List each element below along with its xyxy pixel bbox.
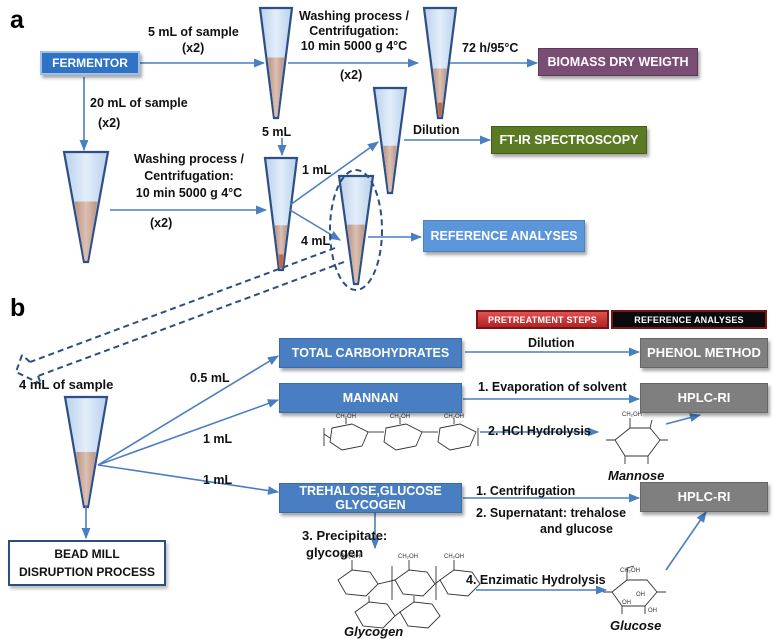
label-x2-top: (x2) bbox=[182, 41, 205, 55]
mannan-polymer-structure bbox=[323, 418, 479, 451]
tube-body bbox=[263, 156, 299, 272]
trehalose-glucose-glycogen-box: TREHALOSE,GLUCOSE GLYCOGEN bbox=[279, 483, 462, 513]
trehalose-line-1: TREHALOSE,GLUCOSE bbox=[299, 484, 442, 498]
tube-a4 bbox=[263, 156, 299, 272]
panel-label-b: b bbox=[10, 294, 26, 322]
tube-body bbox=[372, 86, 408, 195]
bead-mill-line-1: BEAD MILL bbox=[54, 547, 120, 561]
label-x2-mid: (x2) bbox=[150, 216, 173, 230]
label-drying: 72 h/95°C bbox=[462, 41, 519, 55]
glucose-oh-1: OH bbox=[636, 592, 645, 598]
label-4ml-sample: 4 mL of sample bbox=[19, 377, 114, 392]
mannan-struct-label-1: CH₂OH bbox=[336, 414, 356, 420]
panel-label-a: a bbox=[10, 6, 24, 34]
biomass-box: BIOMASS DRY WEIGTH bbox=[538, 48, 698, 76]
label-0-5ml: 0.5 mL bbox=[190, 371, 230, 385]
mannan-struct-label-3: CH₂OH bbox=[444, 414, 464, 420]
ftir-box: FT-IR SPECTROSCOPY bbox=[491, 126, 647, 154]
label-1ml: 1 mL bbox=[302, 163, 332, 177]
reference-box: REFERENCE ANALYSES bbox=[423, 220, 585, 252]
tube-a1 bbox=[258, 6, 294, 120]
label-washing-top-1: Washing process / bbox=[299, 9, 409, 23]
label-centrifugation: 1. Centrifugation bbox=[476, 484, 576, 498]
tube-liquid bbox=[267, 57, 285, 117]
tube-liquid bbox=[74, 201, 98, 261]
arrow-glucose-to-hplc bbox=[665, 511, 707, 571]
label-hcl-hydrolysis: 2. HCl Hydrolysis bbox=[488, 424, 591, 438]
label-enzimatic-hydrolysis: 4. Enzimatic Hydrolysis bbox=[466, 573, 606, 587]
tube-pellet bbox=[278, 254, 284, 269]
label-4ml: 4 mL bbox=[301, 234, 331, 248]
glucose-structure bbox=[603, 565, 666, 614]
glycogen-struct-label-1: CH₂OH bbox=[340, 554, 360, 560]
trehalose-line-2: GLYCOGEN bbox=[335, 498, 406, 512]
label-glycogen: Glycogen bbox=[344, 624, 404, 639]
mannose-struct-label: CH₂OH bbox=[622, 412, 642, 418]
tube-pellet bbox=[437, 102, 443, 117]
tube-liquid bbox=[433, 68, 447, 117]
label-supernatant-2: and glucose bbox=[540, 522, 613, 536]
mannan-struct-label-2: CH₂OH bbox=[390, 414, 410, 420]
label-washing-top-2: Centrifugation: bbox=[309, 24, 399, 38]
arrow-to-mannan bbox=[97, 399, 280, 466]
hplc-ri-box-2: HPLC-RI bbox=[640, 482, 768, 512]
tube-liquid bbox=[383, 145, 397, 192]
tube-a2 bbox=[422, 6, 458, 120]
tube-body bbox=[422, 6, 458, 120]
tube-liquid bbox=[76, 452, 96, 506]
bead-mill-box: BEAD MILL DISRUPTION PROCESS bbox=[8, 540, 166, 586]
label-x2-left: (x2) bbox=[98, 116, 121, 130]
legend-pretreatment-steps: PRETREATMENT STEPS bbox=[476, 310, 609, 329]
tube-a6 bbox=[337, 174, 375, 286]
label-x2-top-right: (x2) bbox=[340, 68, 363, 82]
label-washing-mid-2: Centrifugation: bbox=[144, 169, 234, 183]
bead-mill-line-2: DISRUPTION PROCESS bbox=[18, 565, 156, 579]
label-washing-mid-3: 10 min 5000 g 4°C bbox=[135, 186, 243, 200]
tube-liquid bbox=[274, 225, 288, 269]
tube-liquid bbox=[347, 224, 365, 283]
total-carbohydrates-box: TOTAL CARBOHYDRATES bbox=[279, 338, 462, 368]
arrow-to-ftir-tube bbox=[289, 141, 379, 206]
label-washing-top-3: 10 min 5000 g 4°C bbox=[300, 39, 408, 53]
glycogen-struct-label-3: CH₂OH bbox=[444, 554, 464, 560]
glucose-oh-3: OH bbox=[648, 608, 657, 614]
label-supernatant-1: 2. Supernatant: trehalose bbox=[476, 506, 627, 520]
arrow-mannose-to-hplc bbox=[665, 413, 702, 425]
glucose-struct-label: CH₂OH bbox=[620, 568, 640, 574]
label-evaporation: 1. Evaporation of solvent bbox=[478, 380, 627, 394]
tube-a5 bbox=[372, 86, 408, 195]
glycogen-structure bbox=[337, 560, 481, 629]
glycogen-struct-label-2: CH₂OH bbox=[398, 554, 418, 560]
highlight-ellipse bbox=[329, 169, 383, 291]
label-1ml-a: 1 mL bbox=[203, 432, 233, 446]
hplc-ri-box-1: HPLC-RI bbox=[640, 383, 768, 413]
arrow-to-total-carb bbox=[97, 355, 279, 466]
dashed-transfer-arrow bbox=[14, 247, 345, 385]
label-5ml-sample: 5 mL of sample bbox=[148, 25, 239, 39]
legend-reference-analyses: REFERENCE ANALYSES bbox=[611, 310, 767, 329]
mannose-structure bbox=[606, 418, 668, 464]
label-1ml-b: 1 mL bbox=[203, 473, 233, 487]
label-dilution-b: Dilution bbox=[528, 336, 575, 350]
label-mannose: Mannose bbox=[608, 468, 665, 483]
label-dilution-a: Dilution bbox=[413, 123, 460, 137]
glucose-oh-2: OH bbox=[622, 600, 631, 606]
label-glucose: Glucose bbox=[610, 618, 662, 633]
label-precipitate-1: 3. Precipitate: bbox=[302, 528, 388, 543]
label-20ml-sample: 20 mL of sample bbox=[90, 96, 188, 110]
label-washing-mid-1: Washing process / bbox=[134, 152, 244, 166]
fermentor-box: FERMENTOR bbox=[40, 51, 140, 75]
tube-b1 bbox=[63, 395, 109, 509]
arrow-to-trehalose bbox=[97, 464, 280, 495]
phenol-method-box: PHENOL METHOD bbox=[640, 338, 768, 368]
tube-a3 bbox=[62, 150, 110, 264]
arrow-to-4ml-tube bbox=[289, 209, 341, 241]
label-precipitate-2: glycogen bbox=[306, 545, 364, 560]
mannan-box: MANNAN bbox=[279, 383, 462, 413]
label-5ml: 5 mL bbox=[262, 125, 292, 139]
